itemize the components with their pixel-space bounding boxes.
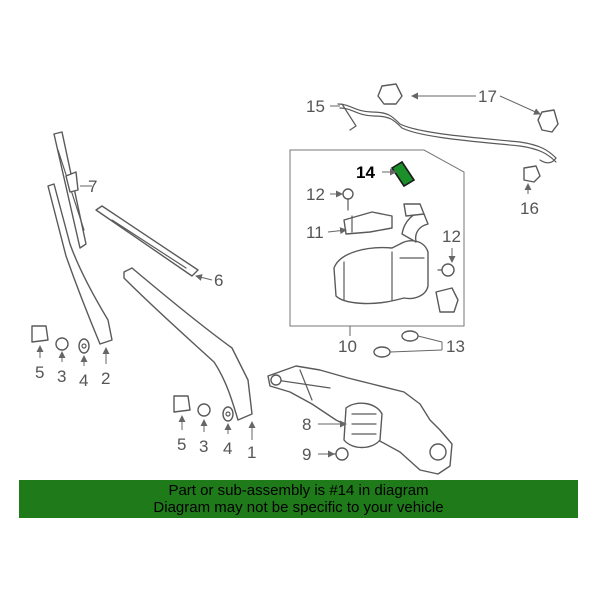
callout-12-lower: 12 xyxy=(442,227,461,246)
nozzle-16 xyxy=(523,165,541,183)
washer-pump xyxy=(435,287,459,313)
wiper-blade-6 xyxy=(95,205,199,277)
callout-11: 11 xyxy=(306,223,324,242)
callout-9: 9 xyxy=(302,445,311,464)
callout-2: 2 xyxy=(101,369,110,388)
banner-line-2: Diagram may not be specific to your vehi… xyxy=(153,499,444,516)
info-banner: Part or sub-assembly is #14 in diagram D… xyxy=(19,480,578,518)
wiper-blade-7 xyxy=(53,131,87,249)
callout-12-upper: 12 xyxy=(306,185,325,204)
washer-hose xyxy=(337,83,559,164)
callout-4-left: 4 xyxy=(79,371,88,390)
grommets-13 xyxy=(373,330,419,358)
callout-5-left: 5 xyxy=(35,363,44,382)
wiper-arm-2 xyxy=(47,183,113,345)
callout-3-right: 3 xyxy=(199,437,208,456)
parts-right-group xyxy=(173,395,234,422)
parts-left-group xyxy=(31,325,90,354)
wiper-arm-1 xyxy=(123,267,253,421)
banner-line-1: Part or sub-assembly is #14 in diagram xyxy=(168,482,429,499)
callout-7: 7 xyxy=(88,177,97,196)
leader-lines xyxy=(36,92,541,458)
callout-16: 16 xyxy=(520,199,539,218)
reservoir-box xyxy=(289,149,465,336)
callout-10: 10 xyxy=(338,337,357,356)
callout-13: 13 xyxy=(446,337,465,356)
wiper-linkage xyxy=(267,365,453,475)
callout-labels: 15 17 7 6 14 12 11 12 16 10 13 8 9 5 3 4… xyxy=(35,87,539,464)
callout-14: 14 xyxy=(356,163,375,182)
bolt-12-lower xyxy=(437,263,455,277)
callout-15: 15 xyxy=(306,97,325,116)
washer-reservoir xyxy=(333,203,429,305)
part-14-filler-neck xyxy=(390,160,416,188)
callout-8: 8 xyxy=(302,415,311,434)
bracket-11 xyxy=(343,211,393,235)
bolt-12-upper xyxy=(342,188,354,211)
callout-5-right: 5 xyxy=(177,435,186,454)
callout-6: 6 xyxy=(214,271,223,290)
callout-17: 17 xyxy=(478,87,497,106)
callout-4-right: 4 xyxy=(223,439,232,458)
callout-1: 1 xyxy=(247,443,256,462)
callout-3-left: 3 xyxy=(57,367,66,386)
